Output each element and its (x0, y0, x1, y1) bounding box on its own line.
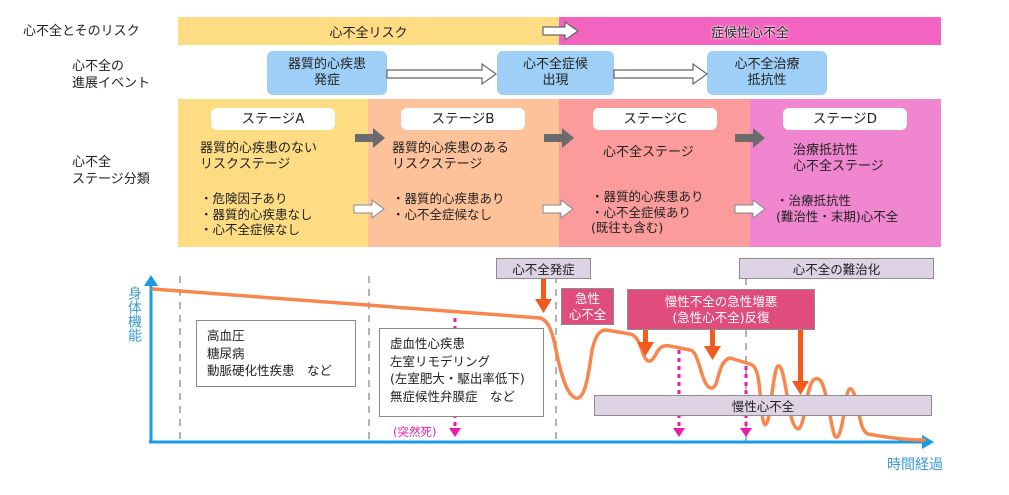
chronic-hf-band-text: 慢性心不全 (731, 399, 795, 414)
risk-factors-box-a: 高血圧 糖尿病 動脈硬化性疾患 など (196, 320, 356, 387)
acute-hf-box: 急性 心不全 (561, 288, 614, 325)
stage-a-conditions: ・危険因子あり ・器質的心疾患なし ・心不全症候なし (200, 191, 313, 237)
risk-band-right-label: 症候性心不全 (710, 25, 789, 41)
risk-band-left-label: 心不全リスク (329, 25, 408, 41)
risk-transition-arrow-icon (542, 20, 580, 42)
risk-band-right: 症候性心不全 (559, 17, 941, 45)
white-arrow-cd-icon (734, 199, 766, 219)
refractory-label-text: 心不全の難治化 (792, 262, 881, 277)
stage-a-description: 器質的心疾患のない リスクステージ (200, 141, 318, 172)
row-label-risk: 心不全とそのリスク (23, 24, 140, 39)
onset-arrow-icon (535, 279, 552, 313)
hf-onset-label: 心不全発症 (496, 258, 591, 279)
grey-arrow-bc-icon (544, 128, 574, 148)
event-organic-heart-disease: 器質的心疾患 発症 (267, 51, 387, 95)
stage-d-title: ステージD (783, 108, 907, 130)
grey-arrow-ab-icon (355, 128, 385, 148)
exacerbation-arrow-2-icon (704, 329, 721, 360)
exacerbation-arrow-1-icon (637, 329, 654, 356)
refractory-label: 心不全の難治化 (739, 258, 934, 279)
event-treatment-resistance: 心不全治療 抵抗性 (707, 51, 827, 95)
event-arrow-2-icon (613, 62, 709, 86)
stage-c-panel: ステージC 心不全ステージ ・器質的心疾患あり ・心不全症候あり (既往も含む) (559, 99, 750, 247)
physical-function-curve (151, 287, 926, 442)
hf-onset-label-text: 心不全発症 (512, 262, 575, 277)
stage-d-conditions: ・治療抵抗性 (難治性・末期)心不全 (776, 193, 899, 224)
white-arrow-bc-icon (542, 199, 574, 219)
x-axis-label: 時間経過 (887, 457, 943, 473)
x-axis-arrowhead-icon (922, 435, 934, 449)
stage-b-title: ステージB (401, 108, 525, 130)
risk-band-left: 心不全リスク (178, 17, 559, 45)
y-axis-arrowhead-icon (144, 275, 158, 286)
stage-c-conditions: ・器質的心疾患あり ・心不全症候あり (既往も含む) (591, 189, 704, 235)
sudden-death-arrow-2-icon (673, 350, 685, 437)
risk-factors-box-b: 虚血性心疾患 左室リモデリング (左室肥大・駆出率低下) 無症候性弁膜症 など (379, 328, 544, 417)
grey-arrow-cd-icon (735, 128, 765, 148)
stage-b-conditions: ・器質的心疾患あり ・心不全症候なし (392, 191, 505, 222)
stage-c-description: 心不全ステージ (603, 145, 694, 160)
stage-b-description: 器質的心疾患のある リスクステージ (392, 141, 510, 172)
stage-c-title: ステージC (593, 108, 717, 130)
stage-d-description: 治療抵抗性 心不全ステージ (793, 143, 884, 174)
stage-b-panel: ステージB 器質的心疾患のある リスクステージ ・器質的心疾患あり ・心不全症候… (368, 99, 559, 247)
event-arrow-1-icon (386, 62, 498, 86)
sudden-death-label: (突然死) (393, 425, 437, 439)
row-label-stages: 心不全 ステージ分類 (72, 155, 150, 187)
y-axis-label: 身体機能 (126, 286, 142, 342)
exacerbation-arrow-3-icon (792, 329, 809, 395)
event-hf-symptoms: 心不全症候 出現 (497, 51, 614, 95)
stage-a-title: ステージA (211, 108, 335, 130)
acute-exacerbation-box: 慢性不全の急性増悪 (急性心不全)反復 (627, 289, 815, 330)
stage-arrows (353, 128, 766, 219)
white-arrow-ab-icon (353, 199, 385, 219)
row-label-events: 心不全の 進展イベント (72, 59, 151, 91)
stage-a-panel: ステージA 器質的心疾患のない リスクステージ ・危険因子あり ・器質的心疾患な… (178, 99, 368, 247)
chronic-hf-band: 慢性心不全 (594, 395, 932, 416)
stage-d-panel: ステージD 治療抵抗性 心不全ステージ ・治療抵抗性 (難治性・末期)心不全 (750, 99, 941, 247)
